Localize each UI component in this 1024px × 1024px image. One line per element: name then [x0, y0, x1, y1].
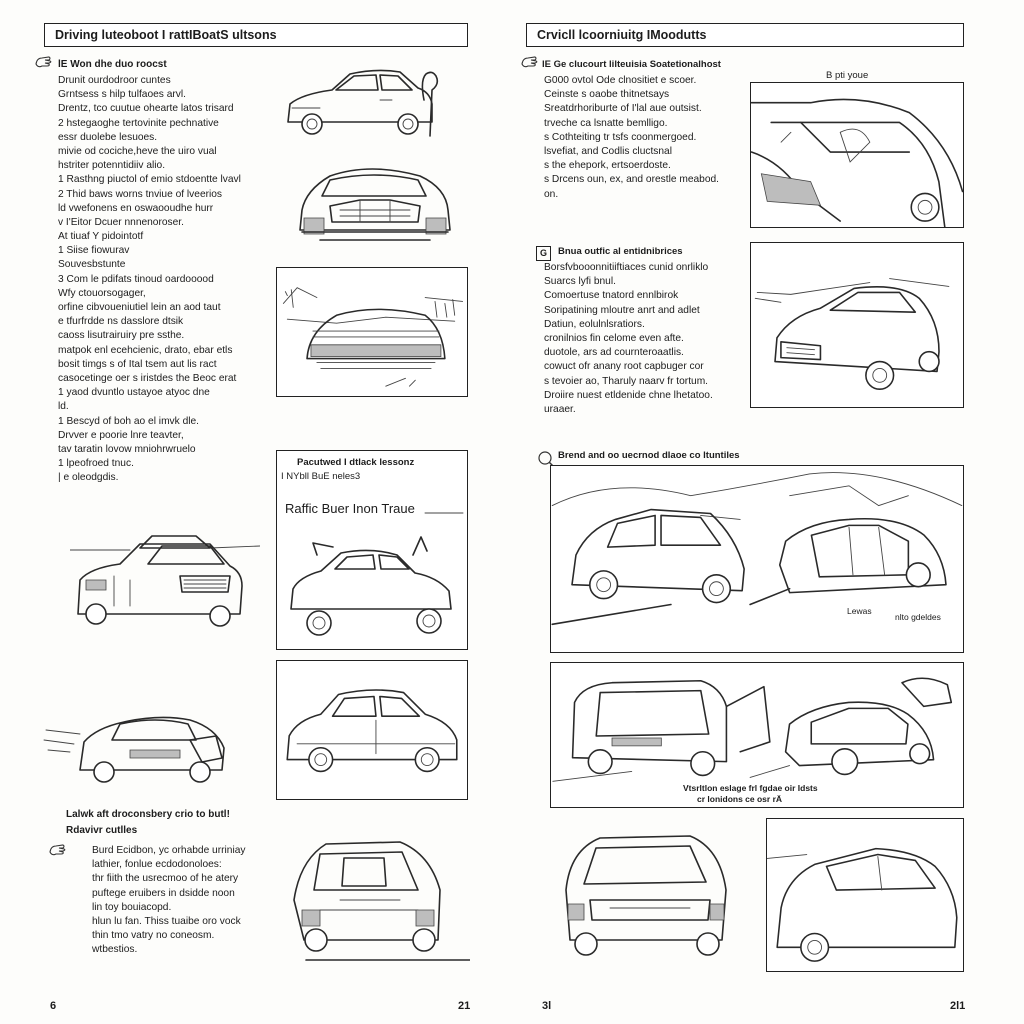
text-line: thin tmo vatry no coneosm. [92, 930, 215, 942]
left-section1-heading: lE Won dhe duo roocst [58, 59, 167, 70]
right-caption-2: cr lonidons ce osr rÄ [697, 794, 783, 804]
text-line: orfine cibvoueniutiel lein an aod taut [58, 302, 221, 313]
illustration-frame-van-and-car: Vtsrltlon eslage frl fgdae oir Idsts cr … [550, 662, 964, 808]
text-line: uraaer. [544, 403, 576, 415]
text-line: Burd Ecidbon, yc orhabde urriniay [92, 845, 246, 856]
text-line: Wfy ctouorsogager, [58, 287, 146, 299]
text-line: 2 Thid baws worns tnviue of lveerios [58, 188, 223, 200]
callout-line3: Raffic Buer Inon Traue [285, 501, 415, 516]
text-line: Grntsess s hilp tulfaoes arvl. [58, 89, 186, 101]
text-line: s Cothteiting tr tsfs coonmergoed. [544, 131, 697, 143]
text-line: Droiire nuest etldenide chne lhetatoo. [544, 389, 713, 401]
right-collision-label-b: nlto gdeldes [895, 612, 941, 622]
text-line: 1 Rasthng piuctol of emio stdoentte lvav… [58, 174, 241, 186]
illustration-hatchback-rear [550, 820, 750, 970]
text-line: casocetinge oer s iristdes the Beoc erat [58, 372, 237, 384]
illustration-frame-two-cars-collision: Lewas nlto gdeldes [550, 465, 964, 653]
text-line: Sreatdrhoriburte of I'lal aue outsist. [544, 103, 702, 115]
illustration-car-rear-open [280, 830, 470, 965]
text-line: hstriter potenntidiiv alio. [58, 160, 166, 172]
text-line: duotole, ars ad cournteroaatlis. [544, 347, 684, 359]
illustration-frame-hatchback [276, 660, 468, 800]
text-line: Drvver e poorie lnre teavter, [58, 429, 184, 441]
left-section2-body: Burd Ecidbon, yc orhabde urriniay lathier… [92, 844, 245, 958]
text-line: 1 Siise fiowurav [58, 245, 130, 257]
text-line: cronilnios fin celome even afte. [544, 332, 684, 344]
text-line: 1 lpeofroed tnuc. [58, 458, 134, 470]
text-line: hlun lu fan. Thiss tuaibe oro vock [92, 915, 241, 927]
text-line: ld vwefonens en oswaooudhe hurr [58, 202, 214, 214]
right-collision-label-a: Lewas [847, 606, 872, 616]
text-line: essr duolebe lesuoes. [58, 131, 158, 143]
right-section1-body: G000 ovtol Ode clnositiet e scoer. Ceins… [544, 74, 719, 202]
text-line: lathier, fonlue ecdodonoloes: [92, 859, 222, 871]
illustration-suv-front [70, 530, 260, 630]
illustration-frame-sedan-side [766, 818, 964, 972]
text-line: 1 yaod dvuntlo ustayoe atyoc dne [58, 387, 210, 399]
text-line: Drentz, tco cuutue ohearte latos trisard [58, 103, 234, 115]
text-line: s the ehepork, ertsoerdoste. [544, 160, 671, 172]
text-line: s tevoier ao, Tharuly naarv fr tortum. [544, 375, 709, 387]
illustration-frame-car-interior [750, 82, 964, 228]
text-line: Ceinste s oaobe thitnetsays [544, 89, 670, 101]
text-line: bosit timgs s of Ital tsem aut lis ract [58, 358, 217, 370]
text-line: cowuct ofr anany root capbuger cor [544, 361, 704, 373]
right-page-number-b: 2l1 [950, 1000, 966, 1012]
text-line: puftege eruibers in dsidde noon [92, 887, 235, 899]
left-section1-body: Drunit ourdodroor cuntes Grntsess s hilp… [58, 74, 241, 485]
text-line: trveche ca lsnatte bemlligo. [544, 117, 668, 129]
text-line: Drunit ourdodroor cuntes [58, 75, 171, 86]
right-section1-heading: lE Ge clucourt lilteuisia Soatetionalhos… [542, 59, 721, 70]
text-line: wtbestios. [92, 944, 138, 956]
hand-pointer-icon [35, 56, 52, 68]
text-line: Soripatining mloutre anrt and adlet [544, 304, 700, 316]
callout-box-traffic-lesson: Pacutwed I dtlack lessonz I NYbll BuE ne… [276, 450, 468, 650]
text-line: 3 Com le pdifats tinoud oardooood [58, 273, 214, 285]
text-line: s Drcens oun, ex, and orestle meabod. [544, 174, 719, 186]
text-line: Datiun, eolulnlsratiors. [544, 318, 645, 330]
text-line: v I'Eitor Dcuer nnnenoroser. [58, 216, 184, 228]
left-section2-heading1: Lalwk aft droconsbery crio to butl! [66, 809, 230, 820]
text-line: G000 ovtol Ode clnositiet e scoer. [544, 75, 697, 86]
text-line: | e oleodgdis. [58, 472, 119, 484]
illustration-damaged-car [40, 700, 240, 790]
text-line: Souvesbstunte [58, 259, 126, 271]
text-line: e tfurfrdde ns dasslore dtsik [58, 316, 184, 328]
text-line: 1 Bescyd of boh ao el imvk dle. [58, 415, 200, 427]
text-line: Comoertuse tnatord ennlbirok [544, 290, 679, 302]
illustration-sedan-with-driver [280, 60, 460, 144]
left-page-number-b: 21 [458, 1000, 471, 1012]
right-section3-heading: Brend and oo uecrnod dlaoe co ltuntiles [558, 450, 740, 461]
text-line: on. [544, 188, 559, 200]
text-line: tav taratin lovow mniohrwruelo [58, 443, 196, 455]
hand-pointer-icon [49, 844, 66, 856]
right-section2-heading: Bnua outfic al entidnibrices [558, 246, 683, 257]
illustration-car-open-hood [290, 160, 460, 256]
hand-pointer-icon [521, 56, 538, 68]
left-page-title: Driving luteoboot I rattIBoatS ultsons [44, 23, 468, 47]
left-section2-heading2: Rdavivr cutlles [66, 825, 138, 836]
left-page-number-a: 6 [50, 1000, 57, 1012]
right-image-label: B pti youe [826, 70, 869, 81]
text-line: mivie od cociche,heve the uiro vual [58, 145, 217, 157]
text-line: Borsfvbooonnitiiftiaces cunid onrliklo [544, 262, 709, 273]
text-line: Suarcs lyfi bnul. [544, 276, 616, 288]
text-line: lsvefiat, and Codlis cluctsnal [544, 145, 672, 157]
text-line: lin toy bouiacopd. [92, 901, 172, 913]
illustration-frame-car-rear-speed [276, 267, 468, 397]
text-line: ld. [58, 401, 69, 413]
callout-line2: I NYbll BuE neles3 [281, 471, 361, 482]
right-section2-marker: G [536, 246, 551, 261]
text-line: At tiuaf Y pidointotf [58, 231, 144, 243]
text-line: 2 hstegaoghe tertovinite pechnative [58, 117, 219, 129]
right-page-number-a: 3l [542, 1000, 552, 1012]
text-line: thr fiith the usrecmoo of he atery [92, 873, 239, 885]
right-page-title: Crvicll lcoorniuitg IMoodutts [526, 23, 964, 47]
text-line: caoss lisutrairuiry pre ssthe. [58, 330, 185, 342]
illustration-frame-sports-car [750, 242, 964, 408]
right-caption-1: Vtsrltlon eslage frl fgdae oir Idsts [683, 783, 818, 793]
callout-line1: Pacutwed I dtlack lessonz [297, 457, 415, 468]
text-line: matpok enl ecehcienic, drato, ebar etls [58, 344, 233, 356]
